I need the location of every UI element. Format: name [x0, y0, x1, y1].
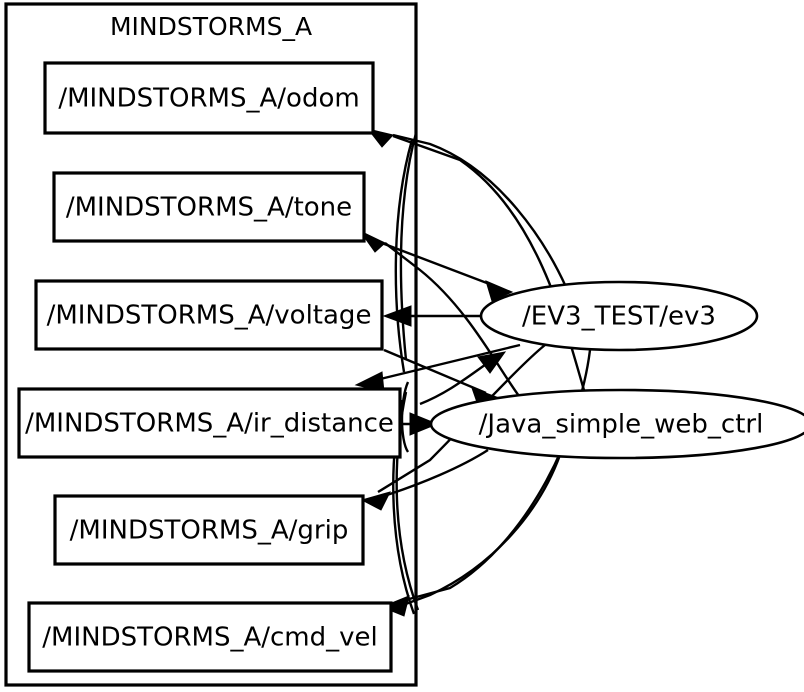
- topic-label-ir-distance: /MINDSTORMS_A/ir_distance: [25, 409, 394, 439]
- edge-java-to-tone: [384, 242, 523, 401]
- edge-spline-bundle-mid: [394, 139, 414, 373]
- topic-box-odom[interactable]: [43, 61, 375, 135]
- edge-ev3-to-cmdvel: [397, 349, 592, 604]
- node-label-java: /Java_simple_web_ctrl: [479, 410, 764, 440]
- cluster-label: MINDSTORMS_A: [110, 12, 312, 41]
- topic-label-odom: /MINDSTORMS_A/odom: [58, 84, 359, 114]
- topic-node-odom[interactable]: /MINDSTORMS_A/odom: [43, 61, 375, 135]
- edge-spline-bundle-upper: [399, 132, 418, 361]
- topic-label-voltage: /MINDSTORMS_A/voltage: [47, 301, 372, 331]
- topic-box-cmd-vel[interactable]: [27, 601, 393, 673]
- edge-tone-to-ev3: [365, 235, 501, 290]
- topic-layer: /MINDSTORMS_A/odom /MINDSTORMS_A/tone /M…: [17, 61, 402, 673]
- edge-spline-bundle-ir: [400, 381, 410, 453]
- topic-node-cmd-vel[interactable]: /MINDSTORMS_A/cmd_vel: [27, 601, 393, 673]
- ros-node-ev3[interactable]: /EV3_TEST/ev3: [479, 280, 759, 352]
- edge-java-to-odom: [392, 134, 588, 398]
- node-ellipse-ev3[interactable]: [479, 280, 759, 352]
- topic-box-voltage[interactable]: [34, 279, 384, 351]
- topic-box-tone[interactable]: [52, 171, 366, 243]
- edge-ev3-to-odom: [392, 133, 568, 288]
- topic-label-tone: /MINDSTORMS_A/tone: [66, 193, 352, 223]
- edge-ev3-to-irdistance: [371, 343, 521, 383]
- topic-box-grip[interactable]: [53, 494, 365, 566]
- node-label-ev3: /EV3_TEST/ev3: [522, 302, 716, 332]
- arrowhead-ev3-in-from-ir: [477, 351, 507, 374]
- node-ellipse-java[interactable]: [429, 388, 804, 460]
- topic-node-tone[interactable]: /MINDSTORMS_A/tone: [52, 171, 366, 243]
- edge-java-to-cmdvel: [391, 454, 562, 611]
- topic-label-grip: /MINDSTORMS_A/grip: [70, 516, 349, 546]
- edge-layer: [354, 128, 592, 617]
- cluster-mindstorms-a-border: [4, 2, 418, 687]
- arrowhead-tone-in: [359, 230, 386, 253]
- topic-node-voltage[interactable]: /MINDSTORMS_A/voltage: [34, 279, 384, 351]
- topic-node-grip[interactable]: /MINDSTORMS_A/grip: [53, 494, 365, 566]
- node-layer: /EV3_TEST/ev3 /Java_simple_web_ctrl: [429, 280, 804, 460]
- topic-label-cmd-vel: /MINDSTORMS_A/cmd_vel: [42, 623, 377, 653]
- topic-node-ir-distance[interactable]: /MINDSTORMS_A/ir_distance: [17, 387, 402, 459]
- arrowhead-cmdvel-in: [380, 595, 410, 617]
- ros-node-java-simple-web-ctrl[interactable]: /Java_simple_web_ctrl: [429, 388, 804, 460]
- topic-box-ir-distance[interactable]: [17, 387, 402, 459]
- arrowhead-java-in-from-ir: [409, 412, 439, 436]
